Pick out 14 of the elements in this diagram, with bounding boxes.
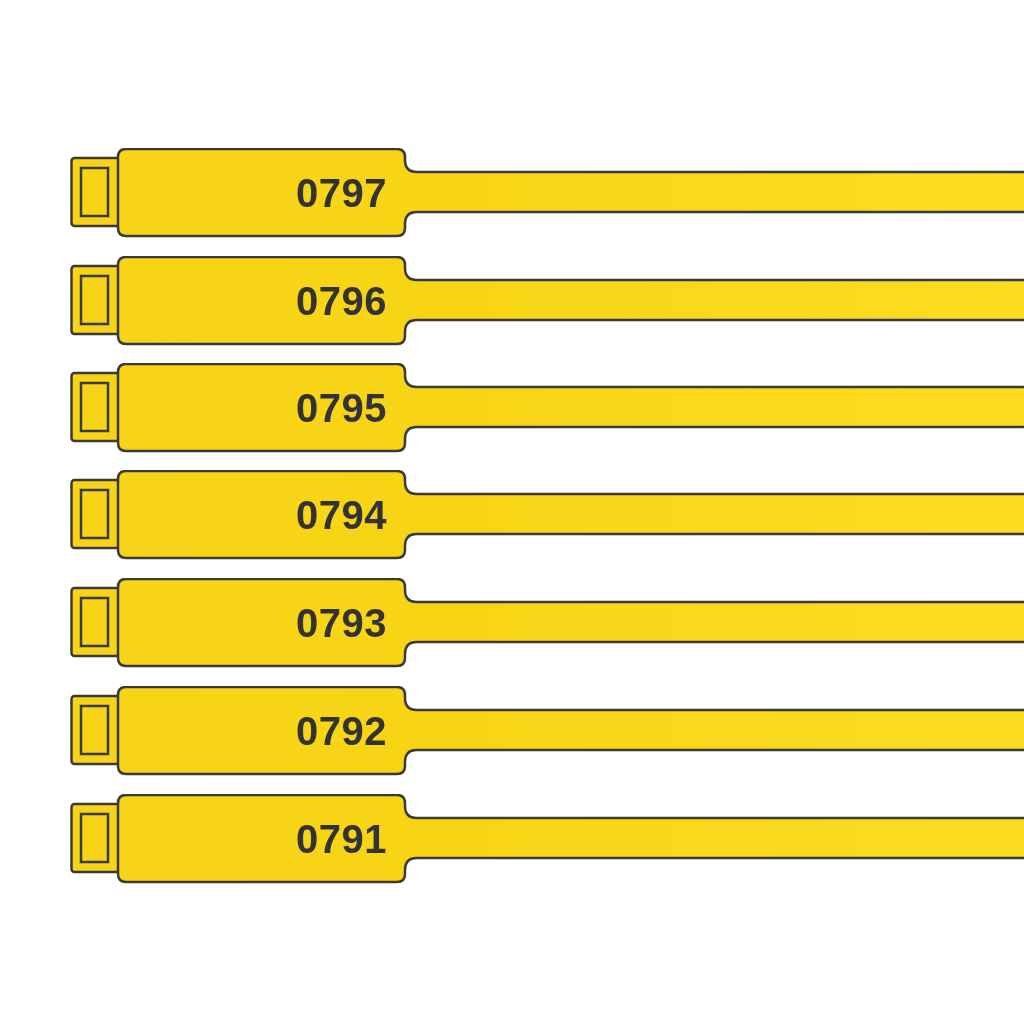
tag-number: 0793 — [296, 600, 387, 647]
tag-number: 0797 — [296, 170, 387, 217]
tag-number: 0795 — [296, 385, 387, 432]
seal-tag — [70, 256, 1024, 346]
tag-number: 0794 — [296, 492, 387, 539]
seal-tag — [70, 470, 1024, 560]
seal-tag — [70, 148, 1024, 238]
seal-tag — [70, 363, 1024, 453]
tag-number: 0791 — [296, 816, 387, 863]
seal-tag — [70, 578, 1024, 668]
tag-number: 0792 — [296, 708, 387, 755]
seal-tag — [70, 794, 1024, 884]
tag-number: 0796 — [296, 278, 387, 325]
seal-tag — [70, 686, 1024, 776]
